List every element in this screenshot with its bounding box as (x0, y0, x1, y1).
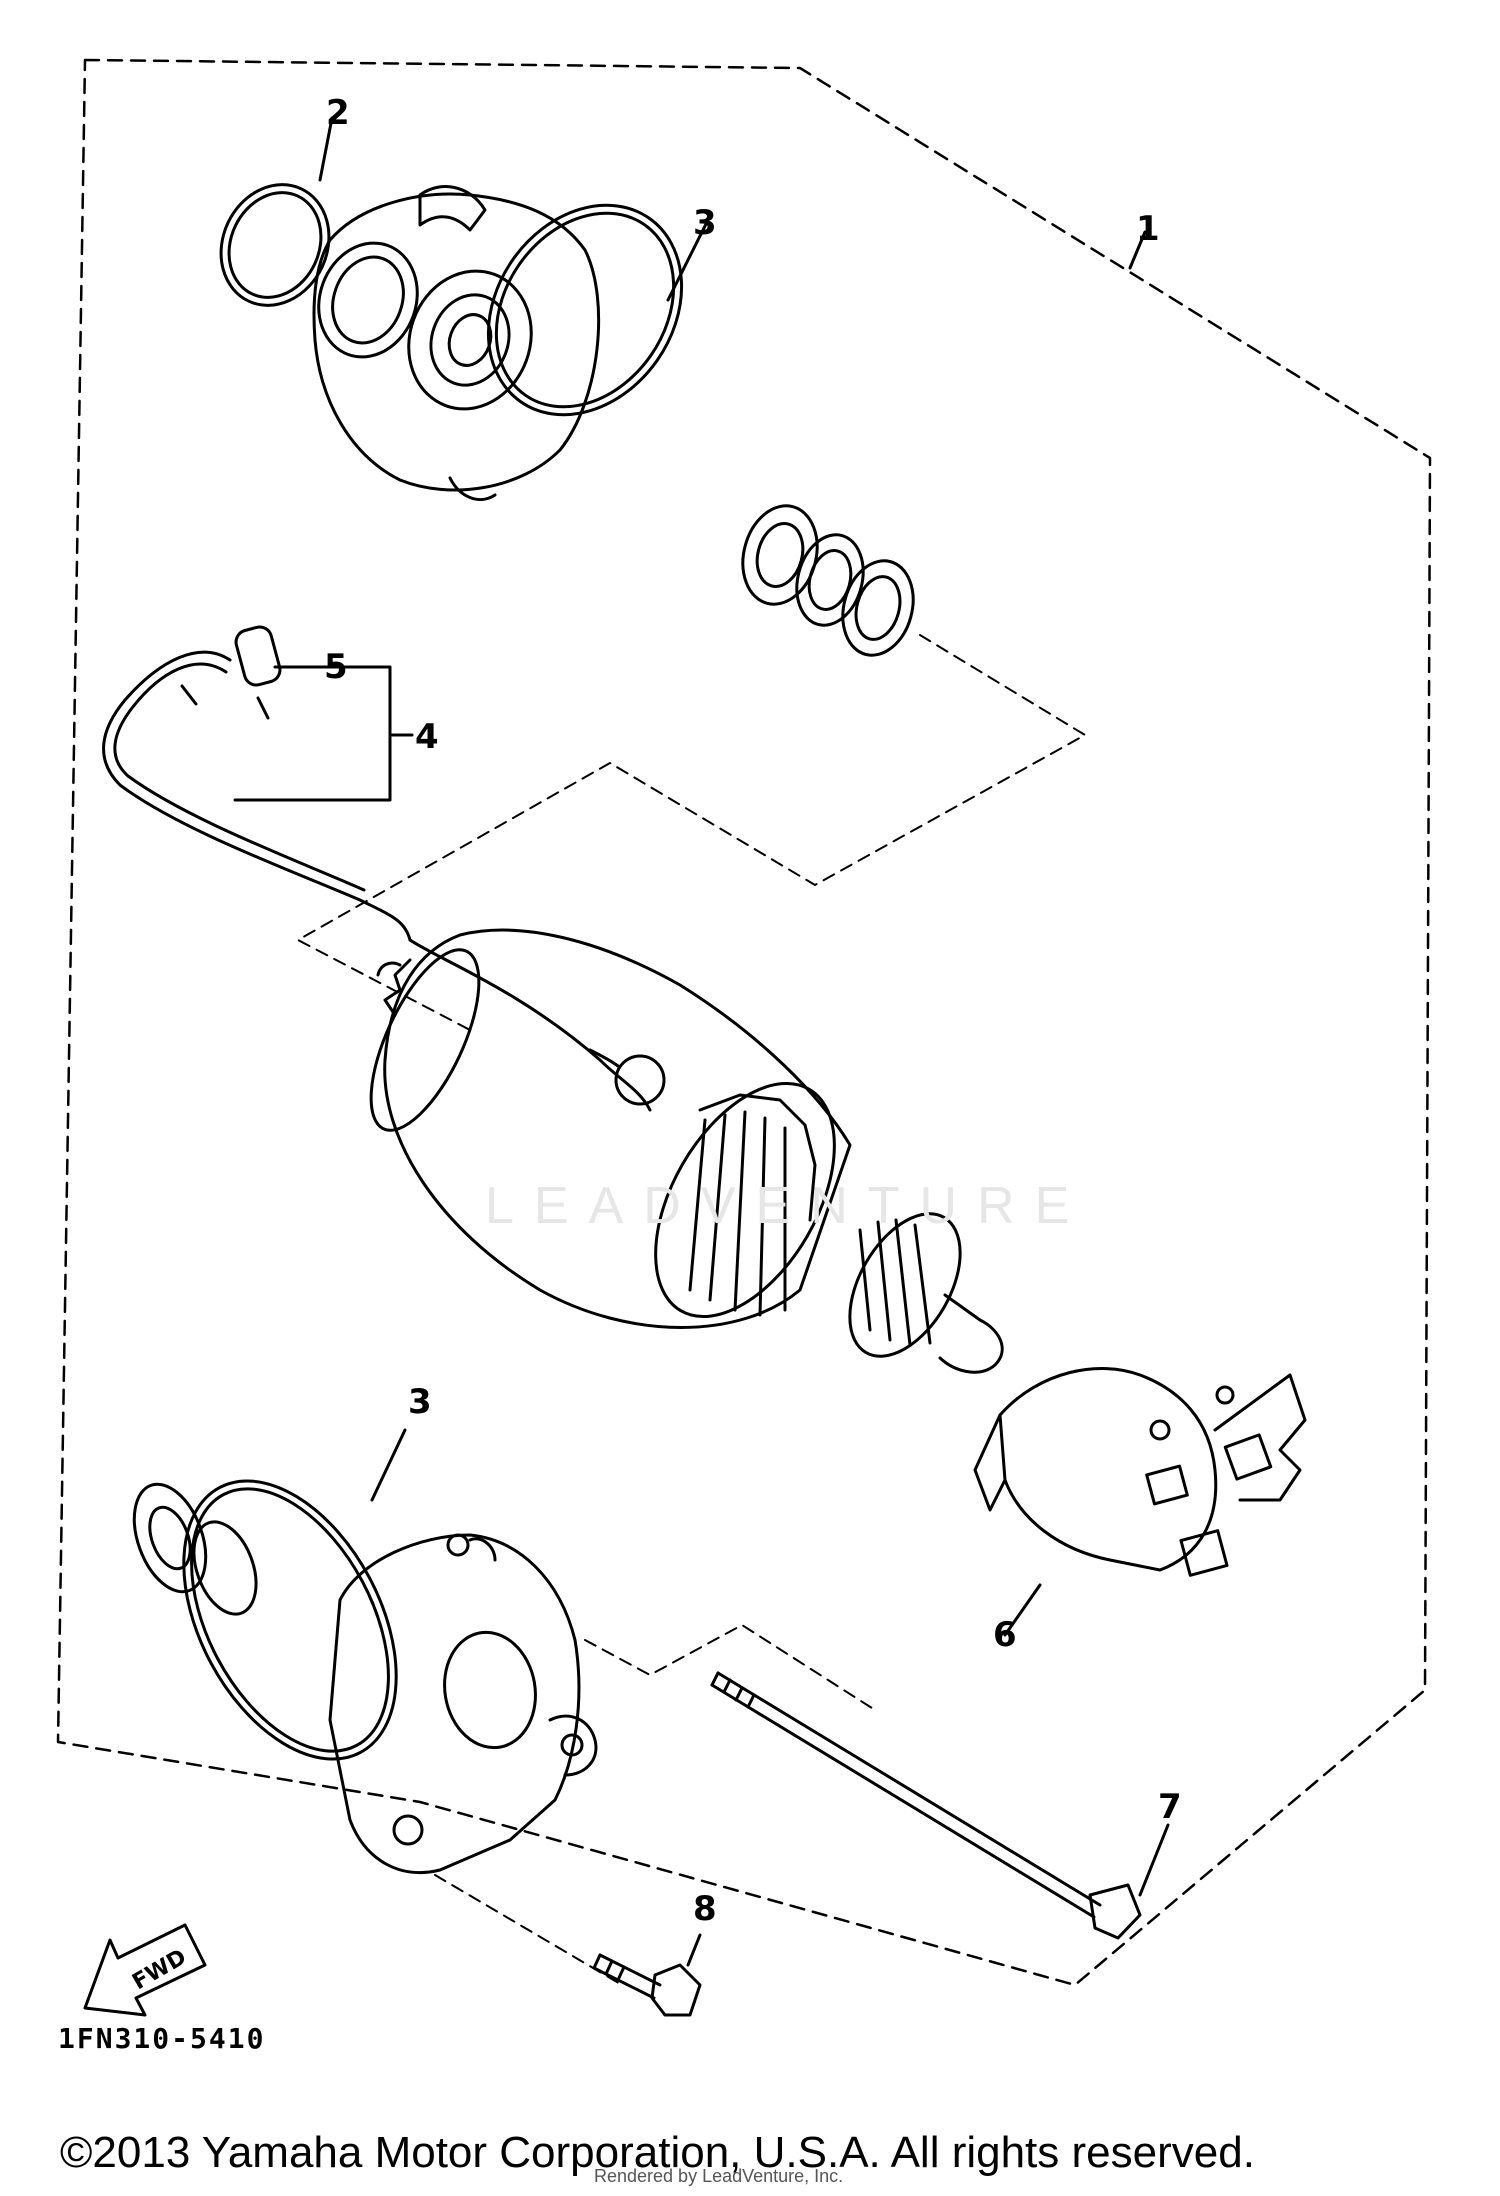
alignment-dashed-bolt-8 (434, 1874, 623, 1986)
armature-commutator (654, 1081, 1004, 1374)
leader-part-1 (1128, 230, 1147, 270)
alignment-dashed-top (297, 634, 1086, 1031)
washers-bottom (132, 1482, 258, 1616)
brush-holder-part-6 (973, 1367, 1307, 1637)
assembly-boundary-dashed (56, 58, 1432, 1987)
bolt-part-8 (592, 1933, 702, 2017)
o-ring-part-3-bottom (182, 1428, 407, 1761)
front-cover-top (312, 185, 601, 501)
diagram-reference-code: 1FN310-5410 (58, 2022, 266, 2055)
lead-wire-part-4 (102, 625, 414, 942)
through-bolt-part-7 (710, 1671, 1170, 1940)
label-part-3-bottom: 3 (408, 1382, 432, 1422)
o-ring-part-3-top (486, 203, 710, 417)
label-part-7: 7 (1158, 1787, 1182, 1827)
label-part-3-top: 3 (693, 203, 717, 243)
rendered-by-credit: Rendered by LeadVenture, Inc. (594, 2166, 844, 2186)
label-part-4: 4 (415, 717, 439, 757)
forward-arrow-icon: FWD (83, 1923, 207, 2017)
label-part-6: 6 (993, 1615, 1017, 1655)
washers-top (741, 504, 915, 657)
label-part-2: 2 (326, 93, 350, 133)
alignment-dashed-bottom (584, 1624, 876, 1711)
label-part-1: 1 (1136, 209, 1160, 249)
o-ring-part-2 (219, 116, 334, 307)
label-part-5: 5 (324, 647, 348, 687)
rear-cover-bottom (328, 1533, 598, 1875)
motor-yoke (369, 928, 852, 1329)
label-part-8: 8 (693, 1889, 717, 1929)
watermark: LEADVENTURE (485, 1177, 1090, 1235)
copyright-notice: ©2013 Yamaha Motor Corporation, U.S.A. A… (60, 2128, 1255, 2177)
